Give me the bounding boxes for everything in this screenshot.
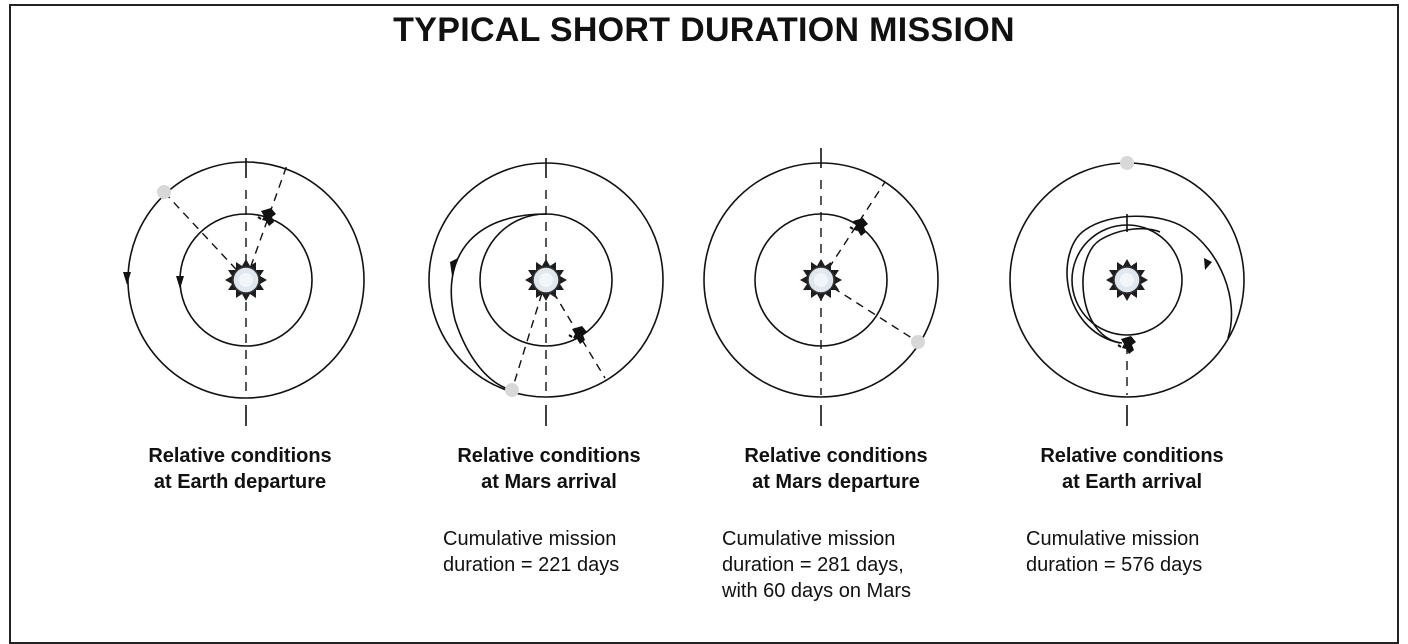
caption-line: at Earth departure — [153, 471, 327, 493]
panel-mars-arrival — [428, 158, 664, 426]
duration-line: duration = 281 days, — [722, 554, 904, 576]
mars-orbit — [703, 162, 939, 398]
earth-icon — [849, 217, 869, 237]
caption-earth-arrival: Relative conditions at Earth arrival — [1002, 443, 1262, 495]
orbit-diagram — [123, 148, 1245, 426]
arrow-icon — [176, 276, 184, 289]
earth-direction-line — [245, 164, 288, 281]
mars-icon — [1120, 156, 1134, 170]
duration-earth-arrival: Cumulative mission duration = 576 days — [1026, 526, 1266, 578]
caption-earth-departure: Relative conditions at Earth departure — [110, 443, 370, 495]
mars-icon — [157, 185, 171, 199]
arrow-icon — [450, 258, 458, 276]
arrow-icon — [123, 272, 131, 285]
panel-earth-departure — [123, 158, 365, 426]
mars-icon — [505, 383, 519, 397]
mars-direction-line — [511, 279, 547, 391]
sun-icon — [799, 258, 843, 302]
transfer-trajectory — [450, 213, 547, 391]
earth-icon — [257, 207, 277, 227]
caption-line: at Earth arrival — [1061, 471, 1203, 493]
mars-icon — [911, 335, 925, 349]
return-trajectory-inner — [1082, 227, 1161, 344]
sun-icon — [1105, 258, 1149, 302]
caption-line: Relative conditions — [148, 445, 332, 467]
duration-line: Cumulative mission — [722, 528, 896, 550]
figure-title: TYPICAL SHORT DURATION MISSION — [393, 11, 1015, 49]
earth-direction-line — [820, 181, 886, 281]
mars-orbit — [428, 162, 664, 398]
duration-line: duration = 221 days — [443, 554, 620, 576]
duration-line: duration = 576 days — [1026, 554, 1203, 576]
sun-icon — [224, 258, 268, 302]
duration-line: Cumulative mission — [1026, 528, 1200, 550]
arrow-icon — [1204, 258, 1212, 270]
caption-line: at Mars departure — [752, 471, 920, 493]
caption-mars-arrival: Relative conditions at Mars arrival — [419, 443, 679, 495]
caption-line: Relative conditions — [1040, 445, 1224, 467]
duration-mars-arrival: Cumulative mission duration = 221 days — [443, 526, 683, 578]
caption-mars-departure: Relative conditions at Mars departure — [706, 443, 966, 495]
caption-line: at Mars arrival — [481, 471, 617, 493]
panel-mars-departure — [703, 148, 939, 426]
duration-line: Cumulative mission — [443, 528, 617, 550]
mars-direction-line — [163, 191, 247, 281]
caption-line: Relative conditions — [457, 445, 641, 467]
duration-mars-departure: Cumulative mission duration = 281 days, … — [722, 526, 962, 604]
caption-line: Relative conditions — [744, 445, 928, 467]
return-trajectory — [1066, 215, 1233, 344]
earth-orbit — [754, 213, 888, 347]
sun-icon — [524, 258, 568, 302]
panel-earth-arrival — [1009, 156, 1245, 426]
earth-orbit — [1071, 224, 1183, 336]
duration-line: with 60 days on Mars — [722, 580, 911, 602]
mars-direction-line — [820, 279, 919, 343]
